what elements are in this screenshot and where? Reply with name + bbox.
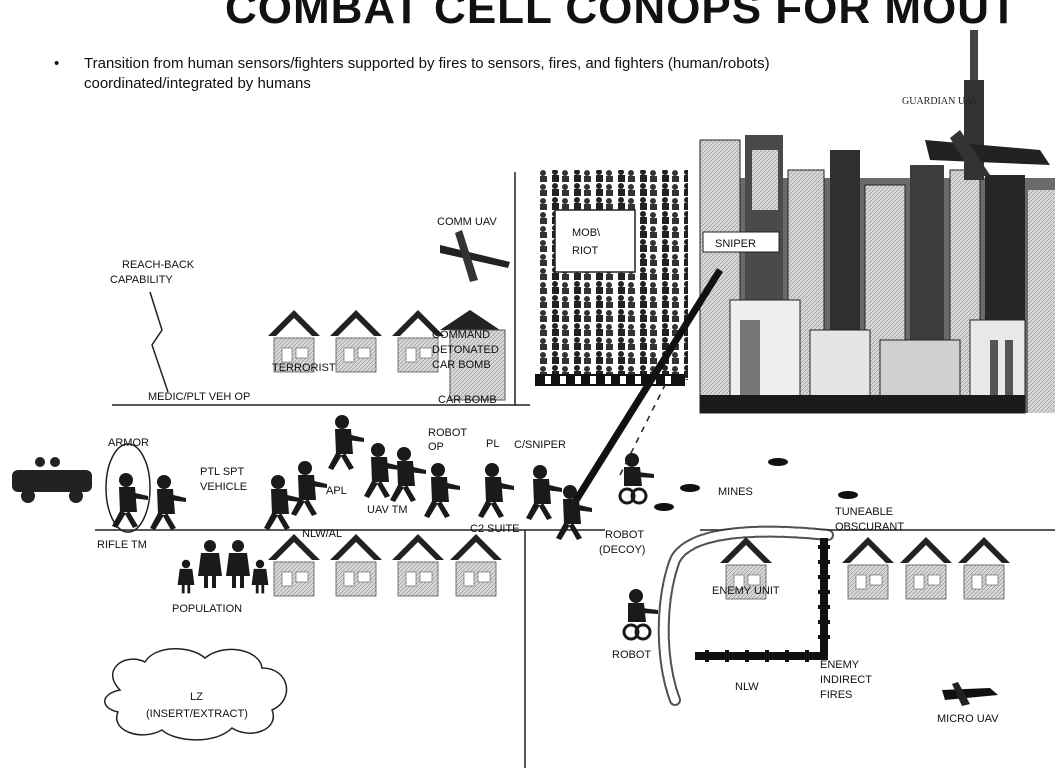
soldier-figure [364, 443, 400, 498]
lower-houses [267, 533, 503, 597]
robot-decoy-label-1: ROBOT [605, 529, 644, 541]
robot-op-label-1: ROBOT [428, 427, 467, 439]
obscurant-path-inner [659, 527, 832, 704]
soldier-figure [390, 447, 426, 502]
armor-label: ARMOR [108, 437, 149, 449]
soldier-figure [328, 415, 364, 470]
robot-op-label-2: OP [428, 441, 444, 453]
armor-circle [105, 443, 151, 533]
bullet-point: • Transition from human sensors/fighters… [54, 54, 818, 94]
upper-houses [267, 309, 506, 401]
soldier-figure [556, 485, 592, 540]
apl-label: APL [326, 485, 347, 497]
lz-cloud [104, 647, 288, 741]
ptl-spt-label-2: VEHICLE [200, 481, 247, 493]
uav-tm-label: UAV TM [367, 504, 408, 516]
comm-uav-label: COMM UAV [437, 216, 497, 228]
slide-title: COMBAT CELL CONOPS FOR MOUT [225, 0, 1018, 33]
cmd-det-label-1: COMMAND [432, 329, 490, 341]
comm-uav-icon: COMM UAV [437, 216, 510, 282]
guardian-uav-label: GUARDIAN UAV [902, 96, 979, 107]
sniper-label: SNIPER [715, 238, 756, 250]
cmd-det-label-2: DETONATED [432, 344, 499, 356]
medic-label: MEDIC/PLT VEH OP [148, 391, 250, 403]
soldier-figure [478, 463, 514, 518]
population-label: POPULATION [172, 603, 242, 615]
tuneable-label-1: TUNEABLE [835, 506, 893, 518]
sniper-fire-line [567, 268, 723, 512]
bullet-text: Transition from human sensors/fighters s… [84, 55, 770, 92]
soldier-figure [526, 465, 562, 520]
enemy-row-houses [841, 536, 1011, 600]
population-figures [177, 540, 269, 594]
pl-label: PL [486, 438, 499, 450]
soldier-figure [150, 475, 186, 530]
micro-uav-icon [942, 682, 998, 706]
mines [654, 458, 858, 511]
city-skyline [699, 30, 1055, 414]
soldier-figure [291, 461, 327, 516]
rifle-tm-label: RIFLE TM [97, 539, 147, 551]
reach-back-label-1: REACH-BACK [122, 259, 195, 271]
robot-label: ROBOT [612, 649, 651, 661]
robot-figure [618, 451, 656, 505]
bullet-dot: • [54, 55, 60, 72]
vehicle-icon [12, 457, 92, 503]
reach-back-signal [149, 291, 169, 393]
enemy-unit-label: ENEMY UNIT [712, 585, 780, 597]
enemy-fires-label-1: ENEMY [820, 659, 860, 671]
mines-label: MINES [718, 486, 753, 498]
guardian-uav-icon: GUARDIAN UAV [902, 96, 1050, 178]
car-bomb-label: CAR BOMB [438, 394, 497, 406]
tuneable-label-2: OBSCURANT [835, 521, 904, 533]
enemy-fires-label-3: FIRES [820, 689, 852, 701]
soldier-figure [264, 475, 300, 530]
c2-suite-label: C2 SUITE [470, 523, 520, 535]
nlw-al-label: NLW/AL [302, 528, 342, 540]
cmd-det-label-3: CAR BOMB [432, 359, 491, 371]
sniper-box [702, 231, 780, 253]
robot-decoy-label-2: (DECOY) [599, 544, 645, 556]
robot-figure [622, 587, 660, 641]
ptl-spt-label-1: PTL SPT [200, 466, 244, 478]
nlw-label: NLW [735, 681, 759, 693]
lz-label-2: (INSERT/EXTRACT) [146, 708, 248, 720]
lz-label-1: LZ [190, 691, 203, 703]
terrorist-label: TERRORIST [272, 362, 336, 374]
soldier-figure [424, 463, 460, 518]
micro-uav-label: MICRO UAV [937, 713, 999, 725]
reach-back-label-2: CAPABILITY [110, 274, 173, 286]
enemy-fence [695, 538, 830, 662]
mob-riot-label-2: RIOT [572, 245, 599, 257]
enemy-fires-label-2: INDIRECT [820, 674, 872, 686]
mob-riot-crowd: MOB\ RIOT [535, 170, 688, 386]
c-sniper-label: C/SNIPER [514, 439, 566, 451]
mob-riot-label-1: MOB\ [572, 227, 601, 239]
